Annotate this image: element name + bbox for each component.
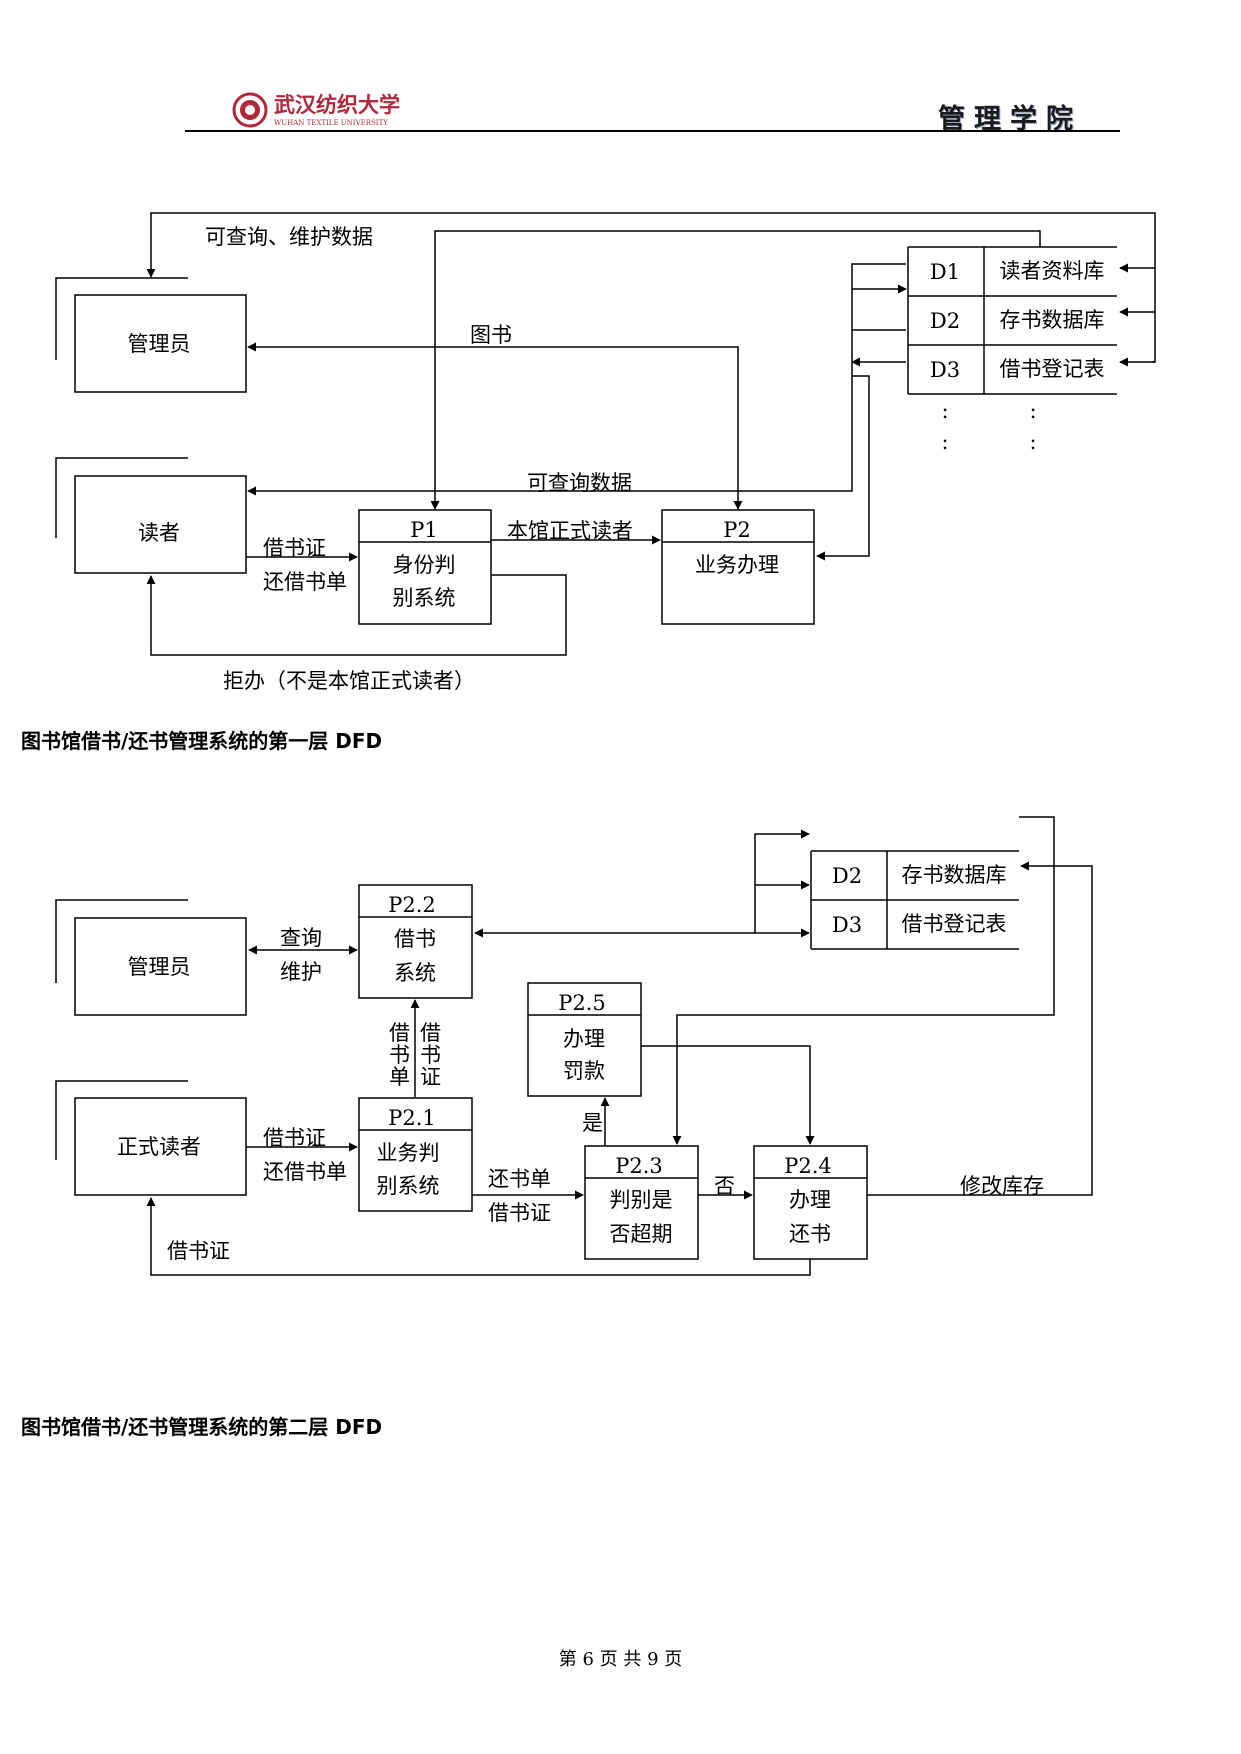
flow-label: 可查询、维护数据 bbox=[205, 225, 373, 249]
flow-label: 还借书单 bbox=[263, 1160, 347, 1184]
process-label: 判别是 bbox=[610, 1188, 673, 1212]
flow-label: 借书证 bbox=[488, 1201, 551, 1225]
flow-label: 可查询数据 bbox=[527, 471, 632, 495]
flow-label: 书 bbox=[420, 1043, 441, 1067]
process-label: 办理 bbox=[563, 1027, 605, 1051]
flow-query-data bbox=[247, 263, 906, 496]
process-id: P2.1 bbox=[388, 1106, 436, 1130]
entity-label: 管理员 bbox=[128, 955, 191, 979]
flow-label: 证 bbox=[420, 1065, 441, 1089]
flow-stores-to-p2 bbox=[816, 375, 870, 561]
store-name: 读者资料库 bbox=[1000, 259, 1105, 283]
process-label: 业务办理 bbox=[695, 553, 779, 577]
flow-label: 借书证 bbox=[263, 536, 326, 560]
figure-caption-2: 图书馆借书/还书管理系统的第二层 DFD bbox=[21, 1415, 383, 1439]
store-id: D2 bbox=[832, 864, 862, 888]
store-id: D3 bbox=[930, 358, 960, 382]
store-id: D2 bbox=[930, 309, 960, 333]
process-p2-2 bbox=[358, 884, 473, 999]
process-p2-5 bbox=[527, 982, 642, 1097]
process-label: 别系统 bbox=[377, 1174, 440, 1198]
process-id: P2.3 bbox=[615, 1154, 663, 1178]
process-label: 系统 bbox=[394, 961, 436, 985]
process-p2-3 bbox=[584, 1145, 699, 1260]
store-id: D1 bbox=[930, 260, 960, 284]
reader-entity-shadow bbox=[55, 457, 188, 538]
header-divider bbox=[185, 130, 1120, 132]
process-label: 否超期 bbox=[610, 1222, 673, 1246]
admin-entity-shadow bbox=[55, 899, 188, 983]
store-id: D3 bbox=[832, 913, 862, 937]
flow-stores-to-p23 bbox=[672, 816, 1055, 1145]
data-store-d1 bbox=[907, 246, 1117, 296]
figure-caption-1: 图书馆借书/还书管理系统的第一层 DFD bbox=[21, 729, 383, 753]
process-id: P2.4 bbox=[784, 1154, 832, 1178]
process-label: 借书 bbox=[394, 927, 436, 951]
process-label: 业务判 bbox=[377, 1141, 440, 1165]
admin-entity bbox=[74, 917, 247, 1016]
process-p1 bbox=[358, 509, 492, 625]
university-name: 武汉纺织大学 bbox=[274, 92, 400, 117]
data-store-d2 bbox=[810, 850, 1019, 950]
process-id: P1 bbox=[410, 518, 438, 542]
flow-label: 修改库存 bbox=[960, 1174, 1044, 1198]
flow-label: 否 bbox=[714, 1174, 735, 1198]
process-label: 身份判 bbox=[393, 553, 456, 577]
store-name: 存书数据库 bbox=[902, 863, 1007, 887]
process-label: 罚款 bbox=[563, 1059, 605, 1083]
university-name-en: WUHAN TEXTILE UNIVERSITY bbox=[274, 119, 388, 127]
flow-label: 拒办（不是本馆正式读者） bbox=[223, 669, 475, 693]
process-p2-1 bbox=[358, 1097, 473, 1212]
flow-books bbox=[247, 342, 743, 510]
data-store-d2 bbox=[907, 295, 1117, 345]
reader-entity bbox=[74, 475, 247, 574]
flow-label: 查询 bbox=[280, 926, 322, 950]
store-name: 借书登记表 bbox=[1000, 357, 1105, 381]
entity-label: 管理员 bbox=[128, 332, 191, 356]
department-name: 管理学院 bbox=[938, 104, 1082, 135]
flow-label: 是 bbox=[582, 1111, 603, 1135]
ellipsis: : bbox=[941, 430, 948, 454]
flow-card-back bbox=[146, 1197, 811, 1276]
process-label: 还书 bbox=[789, 1222, 831, 1246]
dfd-level-1: 管理员 读者 P1 身份判 别系统 P2 业务办理 D1 读者资料库 D2 存书… bbox=[55, 212, 1156, 693]
flow-fine-done bbox=[641, 1045, 815, 1145]
flow-label: 单 bbox=[389, 1065, 410, 1089]
flow-label: 本馆正式读者 bbox=[507, 519, 633, 543]
flow-modify-stock bbox=[867, 861, 1093, 1196]
store-name: 借书登记表 bbox=[902, 912, 1007, 936]
admin-entity bbox=[74, 294, 247, 393]
flow-label: 维护 bbox=[280, 960, 322, 984]
ellipsis: : bbox=[1029, 399, 1036, 423]
process-id: P2.2 bbox=[388, 893, 436, 917]
page-footer: 第 6 页 共 9 页 bbox=[558, 1649, 683, 1670]
reader-entity-shadow bbox=[55, 1080, 188, 1160]
admin-entity-shadow bbox=[55, 277, 188, 360]
flow-label: 借 bbox=[389, 1021, 410, 1045]
process-id: P2.5 bbox=[558, 991, 606, 1015]
flow-label: 借 bbox=[420, 1021, 441, 1045]
flow-label: 借书证 bbox=[167, 1239, 230, 1263]
dfd-level-2: 管理员 正式读者 P2.2 借书 系统 P2.1 业务判 别系统 P2.5 办理… bbox=[55, 816, 1093, 1276]
process-id: P2 bbox=[723, 518, 751, 542]
flow-reject bbox=[146, 574, 567, 656]
ellipsis: : bbox=[941, 399, 948, 423]
process-label: 别系统 bbox=[393, 586, 456, 610]
store-name: 存书数据库 bbox=[1000, 308, 1105, 332]
flow-label: 还借书单 bbox=[263, 570, 347, 594]
data-store-d3 bbox=[907, 344, 1117, 395]
university-emblem-icon: 武汉纺织大学 WUHAN TEXTILE UNIVERSITY bbox=[232, 92, 400, 128]
flow-label: 书 bbox=[389, 1043, 410, 1067]
ellipsis: : bbox=[1029, 430, 1036, 454]
entity-label: 读者 bbox=[138, 521, 180, 545]
university-logo: 武汉纺织大学 WUHAN TEXTILE UNIVERSITY bbox=[232, 92, 442, 128]
process-label: 办理 bbox=[789, 1188, 831, 1212]
flow-label: 还书单 bbox=[488, 1167, 551, 1191]
flow-label: 图书 bbox=[470, 323, 512, 347]
flow-label: 借书证 bbox=[263, 1126, 326, 1150]
entity-label: 正式读者 bbox=[117, 1135, 201, 1159]
process-p2 bbox=[661, 509, 815, 625]
